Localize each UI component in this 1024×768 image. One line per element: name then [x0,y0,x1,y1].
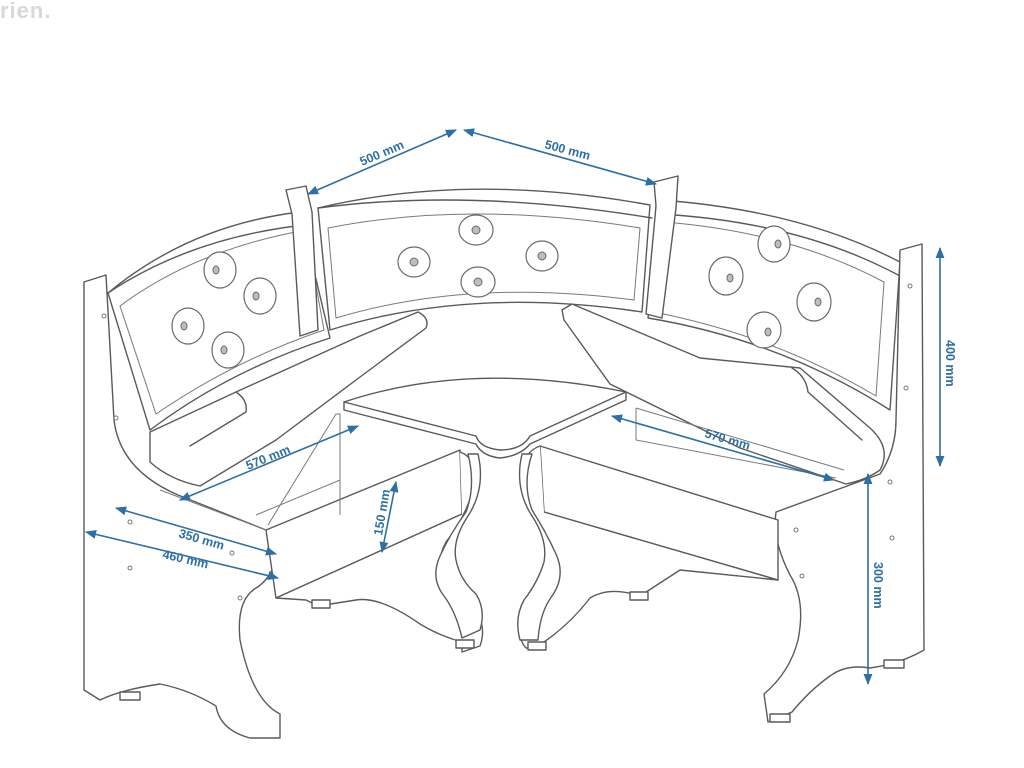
button-left-3 [171,307,205,345]
dimension-back-height-label: 400 mm [943,340,957,387]
button-right-1 [757,225,791,263]
button-center-1 [458,214,494,246]
dimension-back-left-label: 500 mm [358,138,406,169]
center-backrest [317,188,653,331]
button-right-2 [708,256,744,296]
dimension-back-left: 500 mm [306,129,458,195]
button-center-2 [397,246,431,278]
tufted-buttons [171,214,832,369]
button-center-3 [525,240,559,272]
dimension-seat-height-label: 300 mm [871,562,885,609]
brand-watermark: rien. [0,0,52,23]
back-posts [285,175,679,337]
button-left-1 [203,251,237,289]
right-backrest [647,199,901,411]
button-right-4 [746,311,782,349]
button-center-4 [460,266,496,298]
button-left-2 [243,277,277,315]
button-left-4 [211,331,245,369]
button-right-3 [796,282,832,322]
corner-table [343,377,627,641]
dimension-back-right: 500 mm [462,128,658,186]
dimension-back-height: 400 mm [935,246,957,468]
dimension-drawer-height: 150 mm [371,480,399,554]
dimension-seat-height: 300 mm [863,472,885,686]
